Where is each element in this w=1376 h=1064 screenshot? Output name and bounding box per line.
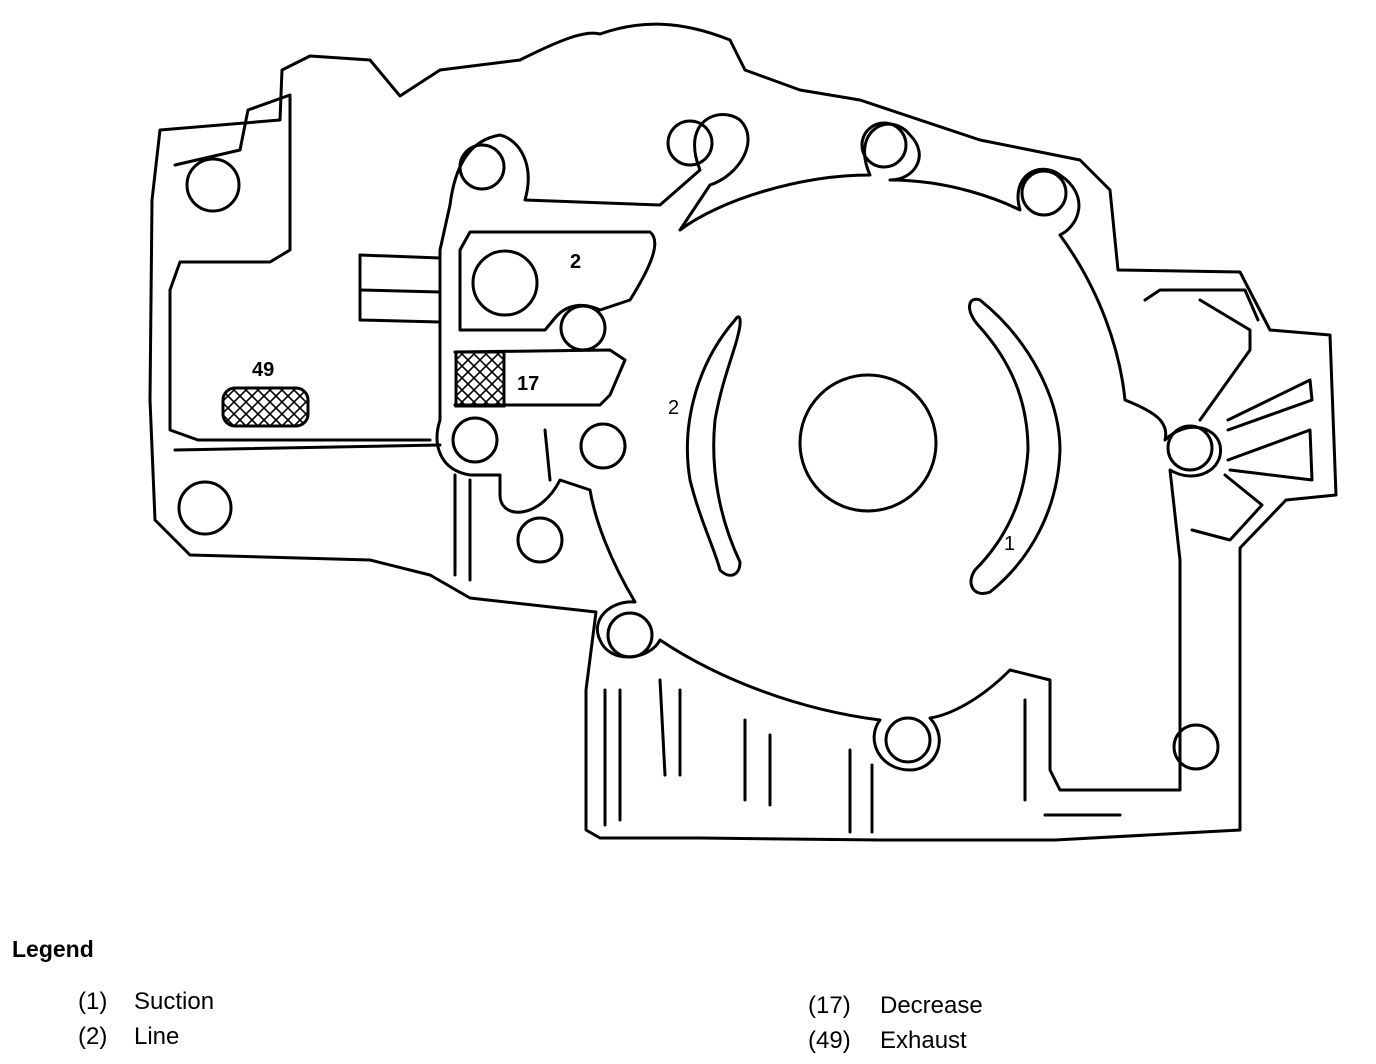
legend-label: Line — [134, 1023, 180, 1050]
bolt-hole — [1166, 424, 1214, 472]
exhaust-port-hatch — [221, 386, 310, 428]
legend-number: (17) — [808, 992, 851, 1019]
legend-label: Decrease — [880, 992, 983, 1019]
bolt-hole — [516, 516, 564, 564]
label-suction-slot: 1 — [1004, 533, 1015, 555]
line-cavity — [458, 230, 657, 332]
line-port — [471, 249, 539, 317]
central-bore — [798, 373, 938, 513]
bolt-hole — [185, 157, 241, 213]
legend-label: Suction — [134, 988, 215, 1015]
bolt-hole — [860, 121, 908, 169]
legend-number: (49) — [808, 1027, 851, 1054]
legend-number: (2) — [78, 1023, 108, 1050]
bolt-hole — [666, 119, 714, 167]
housing-inner-contour — [168, 93, 432, 442]
bolt-hole — [451, 416, 499, 464]
pump-body-diagram: 2 17 49 2 1 — [148, 22, 1338, 842]
gasket-body — [435, 112, 1222, 792]
label-line-port: 2 — [570, 251, 581, 273]
bolt-hole — [606, 611, 654, 659]
bolt-hole — [579, 422, 627, 470]
suction-kidney-slot — [968, 297, 1062, 595]
legend-item: (2) Line — [78, 1023, 179, 1051]
label-decrease-port: 17 — [517, 373, 539, 395]
line-kidney-slot — [686, 315, 742, 577]
decrease-cavity — [453, 348, 627, 407]
bolt-hole — [1020, 169, 1068, 217]
legend-number: (1) — [78, 988, 108, 1015]
legend-item: (17) Decrease — [808, 992, 983, 1020]
bolt-hole — [559, 304, 607, 352]
decrease-port-hatch — [454, 350, 506, 408]
housing-outline — [148, 22, 1338, 842]
legend-item: (1) Suction — [78, 988, 214, 1016]
label-exhaust-port: 49 — [252, 359, 274, 381]
legend-label: Exhaust — [880, 1027, 967, 1054]
bolt-hole — [458, 143, 506, 191]
legend-title: Legend — [12, 936, 94, 962]
bolt-hole — [177, 480, 233, 536]
legend-item: (49) Exhaust — [808, 1027, 967, 1055]
bolt-hole — [884, 716, 932, 764]
label-line-slot: 2 — [668, 397, 679, 419]
bolt-hole — [1172, 723, 1220, 771]
